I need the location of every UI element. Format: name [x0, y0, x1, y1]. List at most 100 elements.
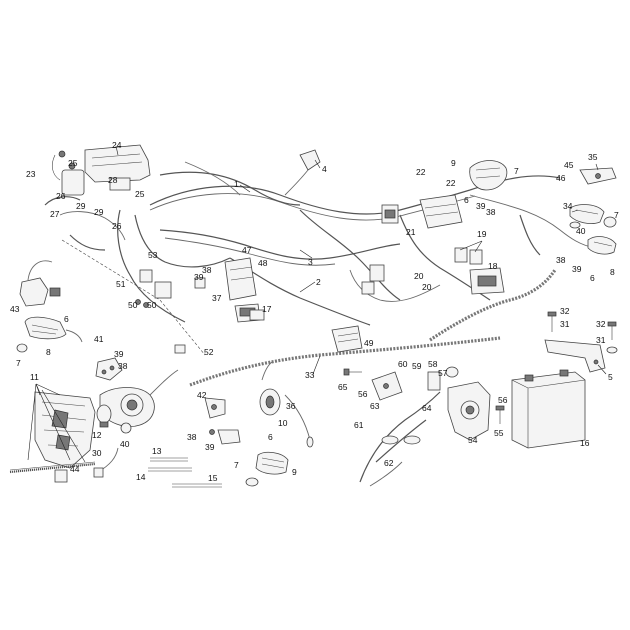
turn-signal-lower	[245, 451, 289, 487]
callout-38: 38	[187, 432, 197, 442]
callout-9: 9	[451, 158, 456, 168]
callout-23: 23	[26, 169, 36, 179]
headlight-assembly	[9, 369, 179, 483]
callout-56: 56	[498, 395, 508, 405]
callout-61: 61	[354, 420, 364, 430]
connectors-18-19	[454, 247, 505, 295]
callout-14: 14	[136, 472, 146, 482]
control-unit-21	[381, 194, 463, 229]
leader-lines	[27, 145, 607, 463]
callout-24: 24	[112, 140, 122, 150]
horn-36	[259, 361, 281, 416]
rear-light	[469, 160, 508, 191]
callout-27: 27	[50, 209, 60, 219]
callout-21: 21	[406, 227, 416, 237]
callout-52: 52	[204, 347, 214, 357]
callout-54: 54	[468, 435, 478, 445]
callout-29: 29	[76, 201, 86, 211]
callout-43: 43	[10, 304, 20, 314]
callout-6: 6	[268, 432, 273, 442]
bolt-65	[343, 368, 362, 376]
sensor-4	[284, 149, 321, 196]
callout-57: 57	[438, 368, 448, 378]
callout-7: 7	[234, 460, 239, 470]
callout-50: 50	[128, 300, 138, 310]
rods	[148, 457, 222, 488]
callout-51: 51	[116, 279, 126, 289]
bolts-31-32	[547, 311, 618, 354]
regulator-49	[331, 325, 363, 353]
callout-55: 55	[494, 428, 504, 438]
callout-5: 5	[608, 372, 613, 382]
conduit-33	[189, 336, 501, 387]
callout-20: 20	[414, 271, 424, 281]
callout-37: 37	[212, 293, 222, 303]
callout-30: 30	[92, 448, 102, 458]
callout-42: 42	[197, 390, 207, 400]
bracket-42	[204, 397, 226, 419]
callout-3: 3	[308, 257, 313, 267]
callout-38: 38	[118, 361, 128, 371]
cover-63	[371, 371, 403, 401]
relay-block	[135, 269, 206, 308]
bulb-12	[96, 404, 112, 428]
callout-34: 34	[563, 201, 573, 211]
callout-10: 10	[278, 418, 288, 428]
callout-17: 17	[262, 304, 272, 314]
callout-2: 2	[316, 277, 321, 287]
callout-6: 6	[464, 195, 469, 205]
callout-18: 18	[488, 261, 498, 271]
connector-17	[249, 309, 265, 321]
bracket-5	[544, 339, 606, 373]
turn-signal-right-upper	[569, 204, 617, 229]
callout-38: 38	[202, 265, 212, 275]
socket-30	[93, 447, 119, 478]
callout-11: 11	[30, 372, 39, 382]
callout-62: 62	[384, 458, 394, 468]
callout-32: 32	[560, 306, 570, 316]
callout-4: 4	[322, 164, 327, 174]
callout-38: 38	[486, 207, 496, 217]
callout-26: 26	[56, 191, 66, 201]
callout-44: 44	[70, 464, 80, 474]
callout-25: 25	[135, 189, 145, 199]
callout-49: 49	[364, 338, 374, 348]
connector-20	[361, 264, 385, 295]
turn-signal-right-lower	[587, 236, 617, 255]
callout-16: 16	[580, 438, 590, 448]
callout-labels: 1 2 3 4 5 6 6 6 6 7 7 7 7 8 8 9 9 10 11 …	[10, 140, 619, 483]
bracket-35	[579, 167, 617, 185]
connector-52	[174, 344, 186, 354]
callout-9: 9	[292, 467, 297, 477]
bulb-40	[120, 422, 132, 434]
callout-48: 48	[258, 258, 268, 268]
callout-6: 6	[64, 314, 69, 324]
callout-12: 12	[92, 430, 102, 440]
callout-38: 38	[556, 255, 566, 265]
callout-39: 39	[114, 349, 124, 359]
wire-10	[284, 394, 314, 448]
instrument-panel	[51, 144, 151, 196]
callout-58: 58	[428, 359, 438, 369]
callout-59: 59	[412, 361, 422, 371]
callout-41: 41	[94, 334, 104, 344]
relay-43	[19, 260, 61, 307]
callout-8: 8	[46, 347, 51, 357]
callout-15: 15	[208, 473, 218, 483]
callout-32: 32	[596, 319, 606, 329]
callout-1: 1	[234, 179, 239, 189]
turn-signal-left	[16, 316, 83, 353]
callout-20: 20	[422, 282, 432, 292]
cables-61-62	[359, 391, 441, 487]
callout-64: 64	[422, 403, 432, 413]
callout-7: 7	[614, 210, 619, 220]
starter-relay	[427, 366, 491, 441]
battery-16	[511, 369, 586, 449]
callout-40: 40	[576, 226, 586, 236]
conduit-right	[429, 269, 557, 342]
bracket-41	[95, 357, 123, 381]
callout-39: 39	[194, 272, 204, 282]
callout-26: 26	[112, 221, 122, 231]
